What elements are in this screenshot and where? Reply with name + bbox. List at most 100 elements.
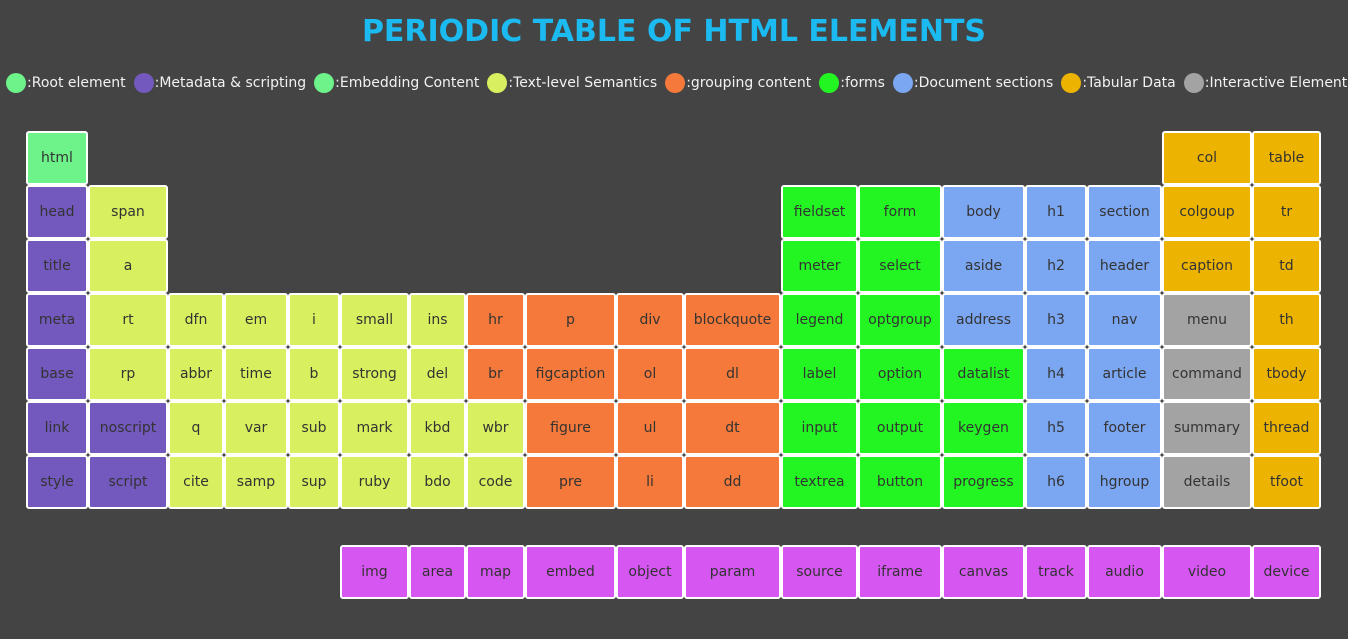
element-tile-thread[interactable]: thread xyxy=(1252,401,1321,455)
element-tile-strong[interactable]: strong xyxy=(340,347,409,401)
element-tile-colgoup[interactable]: colgoup xyxy=(1162,185,1252,239)
element-tile-base[interactable]: base xyxy=(26,347,88,401)
element-tile-keygen[interactable]: keygen xyxy=(942,401,1025,455)
element-tile-h4[interactable]: h4 xyxy=(1025,347,1087,401)
element-tile-label[interactable]: label xyxy=(781,347,858,401)
element-tile-th[interactable]: th xyxy=(1252,293,1321,347)
element-tile-optgroup[interactable]: optgroup xyxy=(858,293,942,347)
element-tile-datalist[interactable]: datalist xyxy=(942,347,1025,401)
element-tile-select[interactable]: select xyxy=(858,239,942,293)
element-tile-h2[interactable]: h2 xyxy=(1025,239,1087,293)
element-tile-footer[interactable]: footer xyxy=(1087,401,1162,455)
element-tile-device[interactable]: device xyxy=(1252,545,1321,599)
element-tile-aside[interactable]: aside xyxy=(942,239,1025,293)
element-tile-style[interactable]: style xyxy=(26,455,88,509)
element-tile-div[interactable]: div xyxy=(616,293,684,347)
element-tile-input[interactable]: input xyxy=(781,401,858,455)
element-tile-embed[interactable]: embed xyxy=(525,545,616,599)
element-tile-param[interactable]: param xyxy=(684,545,781,599)
element-tile-link[interactable]: link xyxy=(26,401,88,455)
element-tile-header[interactable]: header xyxy=(1087,239,1162,293)
element-tile-q[interactable]: q xyxy=(168,401,224,455)
element-tile-caption[interactable]: caption xyxy=(1162,239,1252,293)
element-tile-meta[interactable]: meta xyxy=(26,293,88,347)
element-tile-figcaption[interactable]: figcaption xyxy=(525,347,616,401)
element-tile-dd[interactable]: dd xyxy=(684,455,781,509)
element-tile-ruby[interactable]: ruby xyxy=(340,455,409,509)
element-tile-figure[interactable]: figure xyxy=(525,401,616,455)
element-tile-ol[interactable]: ol xyxy=(616,347,684,401)
element-tile-article[interactable]: article xyxy=(1087,347,1162,401)
element-tile-fieldset[interactable]: fieldset xyxy=(781,185,858,239)
element-tile-var[interactable]: var xyxy=(224,401,288,455)
element-tile-h5[interactable]: h5 xyxy=(1025,401,1087,455)
element-tile-canvas[interactable]: canvas xyxy=(942,545,1025,599)
element-tile-html[interactable]: html xyxy=(26,131,88,185)
element-tile-noscript[interactable]: noscript xyxy=(88,401,168,455)
element-tile-iframe[interactable]: iframe xyxy=(858,545,942,599)
element-tile-h6[interactable]: h6 xyxy=(1025,455,1087,509)
element-tile-pre[interactable]: pre xyxy=(525,455,616,509)
element-tile-sub[interactable]: sub xyxy=(288,401,340,455)
element-tile-b[interactable]: b xyxy=(288,347,340,401)
element-tile-meter[interactable]: meter xyxy=(781,239,858,293)
element-tile-td[interactable]: td xyxy=(1252,239,1321,293)
element-tile-tfoot[interactable]: tfoot xyxy=(1252,455,1321,509)
element-tile-abbr[interactable]: abbr xyxy=(168,347,224,401)
element-tile-dl[interactable]: dl xyxy=(684,347,781,401)
element-tile-title[interactable]: title xyxy=(26,239,88,293)
element-tile-table[interactable]: table xyxy=(1252,131,1321,185)
element-tile-cite[interactable]: cite xyxy=(168,455,224,509)
element-tile-mark[interactable]: mark xyxy=(340,401,409,455)
element-tile-legend[interactable]: legend xyxy=(781,293,858,347)
element-tile-h1[interactable]: h1 xyxy=(1025,185,1087,239)
element-tile-i[interactable]: i xyxy=(288,293,340,347)
element-tile-hgroup[interactable]: hgroup xyxy=(1087,455,1162,509)
element-tile-bdo[interactable]: bdo xyxy=(409,455,466,509)
element-tile-audio[interactable]: audio xyxy=(1087,545,1162,599)
element-tile-span[interactable]: span xyxy=(88,185,168,239)
element-tile-script[interactable]: script xyxy=(88,455,168,509)
element-tile-samp[interactable]: samp xyxy=(224,455,288,509)
element-tile-textrea[interactable]: textrea xyxy=(781,455,858,509)
element-tile-track[interactable]: track xyxy=(1025,545,1087,599)
element-tile-section[interactable]: section xyxy=(1087,185,1162,239)
element-tile-hr[interactable]: hr xyxy=(466,293,525,347)
element-tile-object[interactable]: object xyxy=(616,545,684,599)
element-tile-output[interactable]: output xyxy=(858,401,942,455)
element-tile-progress[interactable]: progress xyxy=(942,455,1025,509)
element-tile-button[interactable]: button xyxy=(858,455,942,509)
element-tile-summary[interactable]: summary xyxy=(1162,401,1252,455)
element-tile-command[interactable]: command xyxy=(1162,347,1252,401)
element-tile-col[interactable]: col xyxy=(1162,131,1252,185)
element-tile-em[interactable]: em xyxy=(224,293,288,347)
element-tile-menu[interactable]: menu xyxy=(1162,293,1252,347)
element-tile-head[interactable]: head xyxy=(26,185,88,239)
element-tile-ul[interactable]: ul xyxy=(616,401,684,455)
element-tile-rp[interactable]: rp xyxy=(88,347,168,401)
element-tile-dt[interactable]: dt xyxy=(684,401,781,455)
element-tile-nav[interactable]: nav xyxy=(1087,293,1162,347)
element-tile-map[interactable]: map xyxy=(466,545,525,599)
element-tile-tr[interactable]: tr xyxy=(1252,185,1321,239)
element-tile-area[interactable]: area xyxy=(409,545,466,599)
element-tile-option[interactable]: option xyxy=(858,347,942,401)
element-tile-blockquote[interactable]: blockquote xyxy=(684,293,781,347)
element-tile-source[interactable]: source xyxy=(781,545,858,599)
element-tile-dfn[interactable]: dfn xyxy=(168,293,224,347)
element-tile-br[interactable]: br xyxy=(466,347,525,401)
element-tile-rt[interactable]: rt xyxy=(88,293,168,347)
element-tile-img[interactable]: img xyxy=(340,545,409,599)
element-tile-code[interactable]: code xyxy=(466,455,525,509)
element-tile-kbd[interactable]: kbd xyxy=(409,401,466,455)
element-tile-video[interactable]: video xyxy=(1162,545,1252,599)
element-tile-sup[interactable]: sup xyxy=(288,455,340,509)
element-tile-body[interactable]: body xyxy=(942,185,1025,239)
element-tile-form[interactable]: form xyxy=(858,185,942,239)
element-tile-wbr[interactable]: wbr xyxy=(466,401,525,455)
element-tile-h3[interactable]: h3 xyxy=(1025,293,1087,347)
element-tile-address[interactable]: address xyxy=(942,293,1025,347)
element-tile-details[interactable]: details xyxy=(1162,455,1252,509)
element-tile-ins[interactable]: ins xyxy=(409,293,466,347)
element-tile-time[interactable]: time xyxy=(224,347,288,401)
